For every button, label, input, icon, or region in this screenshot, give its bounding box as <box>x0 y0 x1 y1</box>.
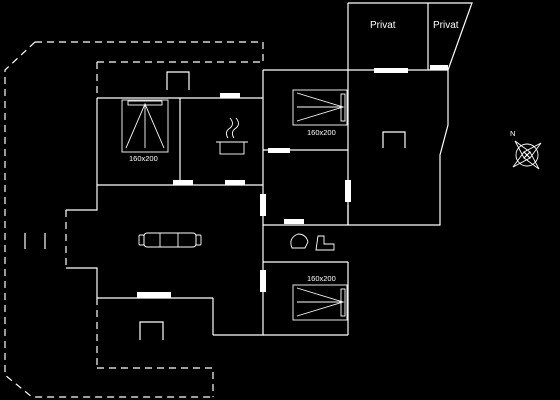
door <box>260 270 266 292</box>
door <box>137 292 171 298</box>
door <box>284 219 304 224</box>
terrace-outline <box>4 41 264 398</box>
fireplace-icon <box>139 321 164 340</box>
bed-size-label: 160x200 <box>307 274 336 283</box>
bed-size-label: 160x200 <box>307 128 336 137</box>
door <box>220 93 240 98</box>
compass-icon: N <box>510 129 542 170</box>
sofa-icon <box>138 232 202 248</box>
walls <box>66 2 473 336</box>
door <box>374 68 408 73</box>
double-bed-icon: 160x200 <box>121 99 169 163</box>
stove-icon <box>216 117 248 155</box>
door <box>260 194 266 216</box>
room-label-privat-right: Privat <box>433 20 459 31</box>
door <box>430 65 448 70</box>
door <box>268 148 290 153</box>
compass-north-label: N <box>510 129 515 138</box>
door <box>345 180 351 202</box>
door <box>225 180 245 185</box>
doors <box>137 65 448 298</box>
fireplace-icon <box>166 71 190 90</box>
double-bed-icon: 160x200 <box>292 89 348 137</box>
room-labels: Privat Privat <box>370 20 459 31</box>
bed-size-label: 160x200 <box>129 154 158 163</box>
bathroom-icon <box>290 233 335 251</box>
fireplace-icon <box>382 131 406 148</box>
door <box>173 180 193 185</box>
terrace-furniture <box>24 233 46 249</box>
room-label-privat-left: Privat <box>370 20 396 31</box>
double-bed-icon: 160x200 <box>292 274 348 321</box>
